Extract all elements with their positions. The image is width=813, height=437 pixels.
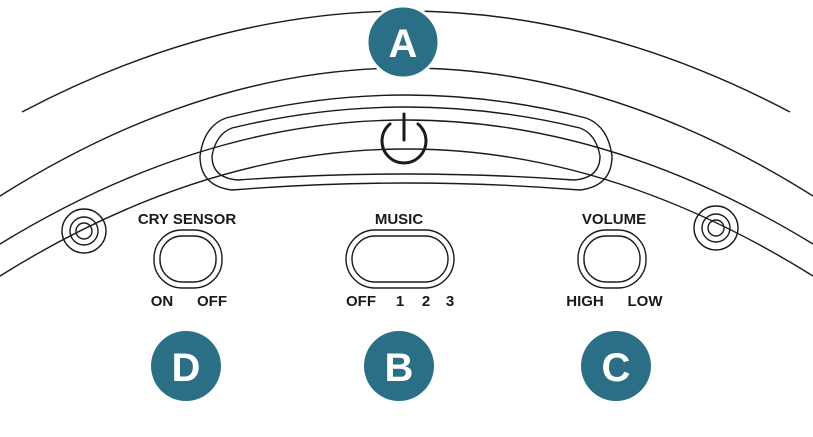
callout-d-circle: [151, 331, 221, 401]
callout-a: A: [365, 4, 441, 80]
callout-c-label: C: [602, 346, 631, 390]
cry-sensor-on-label: ON: [151, 293, 174, 310]
callout-a-label: A: [389, 22, 418, 66]
music-switch[interactable]: [345, 229, 455, 289]
housing-arc-3: [0, 119, 813, 245]
cry-sensor-switch[interactable]: [153, 229, 223, 289]
power-icon: [380, 112, 428, 165]
volume-high-label: HIGH: [566, 293, 604, 310]
left-screw-knob: [61, 208, 107, 254]
callout-a-circle: [365, 4, 441, 80]
callout-c-circle: [581, 331, 651, 401]
volume-title: VOLUME: [582, 211, 646, 228]
power-button[interactable]: [199, 94, 613, 191]
callout-d-label: D: [172, 346, 201, 390]
music-1-label: 1: [396, 293, 404, 310]
music-off-label: OFF: [346, 293, 376, 310]
cry-sensor-off-label: OFF: [197, 293, 227, 310]
volume-switch[interactable]: [577, 229, 647, 289]
music-3-label: 3: [446, 293, 454, 310]
housing-arc-2: [0, 67, 813, 197]
right-screw-knob: [693, 205, 739, 251]
callout-c: C: [581, 331, 651, 401]
callout-b-circle: [364, 331, 434, 401]
power-button-inner: [211, 106, 601, 181]
callout-b-label: B: [385, 346, 414, 390]
volume-low-label: LOW: [628, 293, 664, 310]
music-2-label: 2: [422, 293, 430, 310]
callout-b: B: [364, 331, 434, 401]
music-title: MUSIC: [375, 211, 424, 228]
callout-d: D: [151, 331, 221, 401]
housing-arc-4: [0, 148, 813, 277]
cry-sensor-title: CRY SENSOR: [138, 211, 237, 228]
power-button-outer: [199, 94, 613, 191]
